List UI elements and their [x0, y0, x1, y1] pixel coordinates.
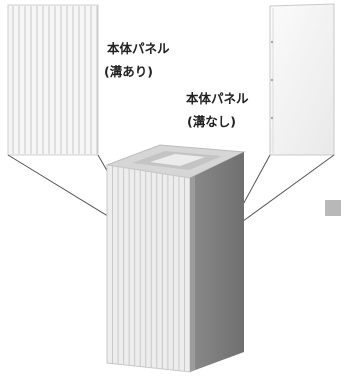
box-top-slot [150, 154, 205, 166]
smooth-panel-note: (溝なし) [187, 114, 236, 129]
edge-tab [325, 200, 341, 216]
smooth-panel-title: 本体パネル [186, 91, 249, 106]
leader-line-smooth-right [227, 154, 335, 233]
smooth-panel-rivet [270, 116, 274, 120]
smooth-panel [269, 3, 335, 156]
box-3d [105, 144, 246, 373]
grooved-panel-body [7, 4, 99, 156]
box-front-face [106, 164, 191, 373]
grooved-panel-title: 本体パネル [107, 41, 170, 56]
box-side-face [190, 152, 244, 372]
grooved-panel-note: (溝あり) [104, 64, 153, 79]
box-front-grooves [112, 165, 185, 372]
smooth-panel-body [269, 3, 335, 156]
grooved-panel [7, 4, 99, 156]
grooved-panel-grooves [12, 6, 98, 154]
smooth-panel-rivet [270, 40, 274, 44]
box-side-face-bevel [190, 176, 195, 372]
smooth-panel-rivet [270, 78, 274, 82]
